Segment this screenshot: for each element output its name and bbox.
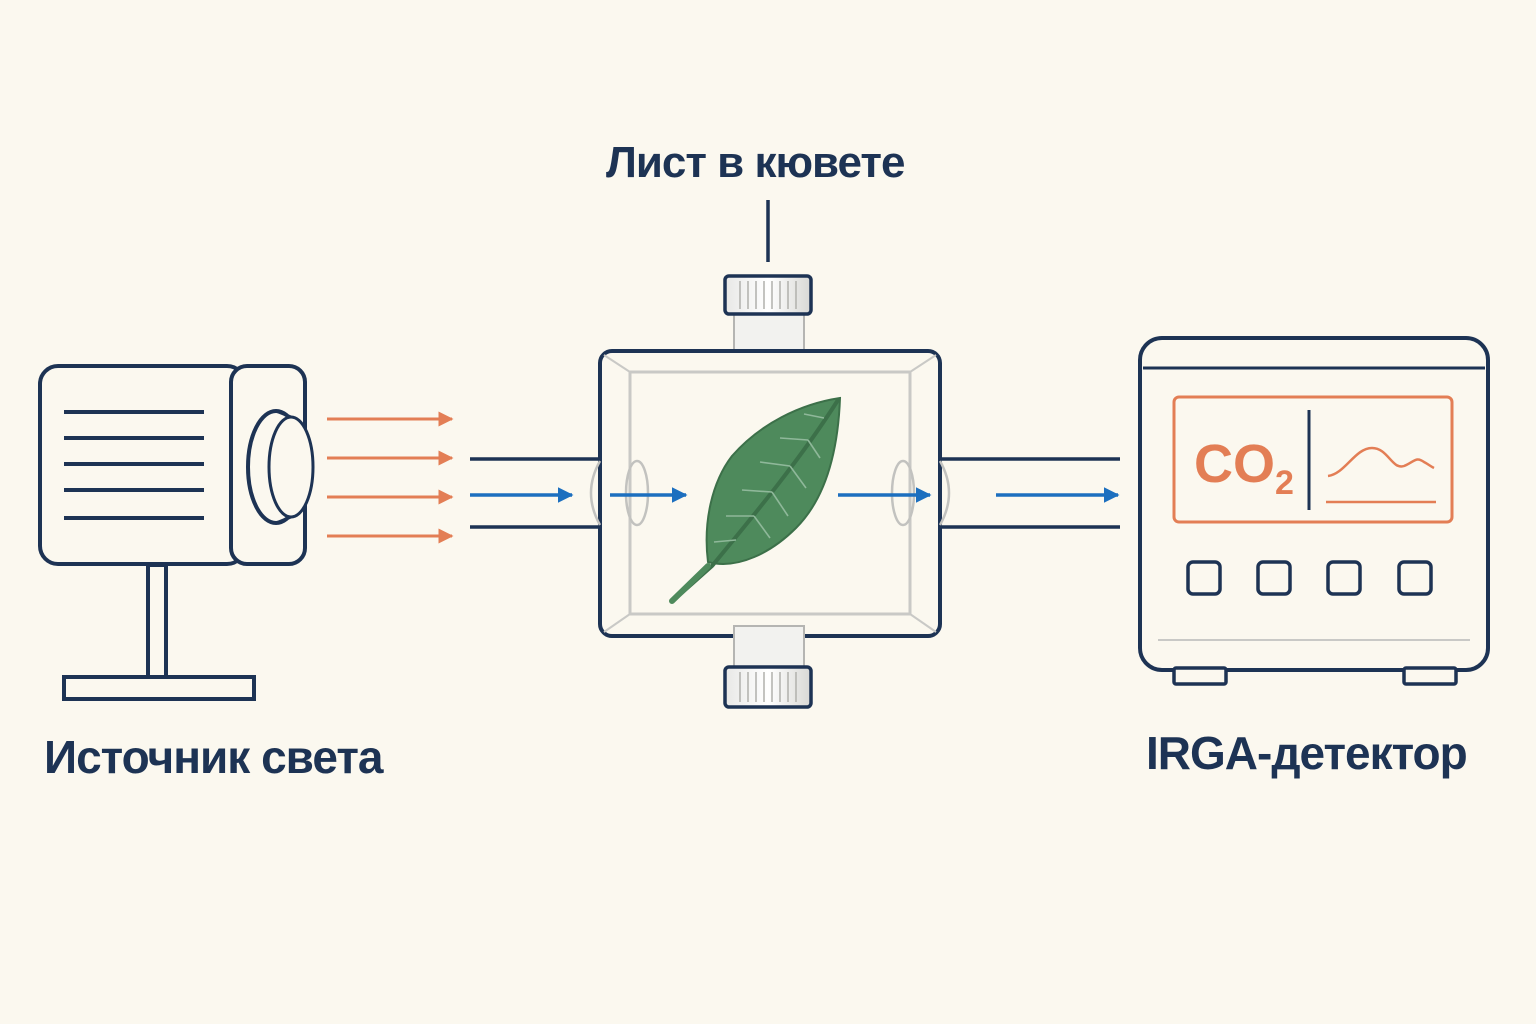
leaf-petiole [669, 563, 711, 604]
chamber-glass-edges [603, 354, 937, 633]
lamp-vent-lines [64, 410, 204, 520]
detector-button-1[interactable] [1186, 560, 1222, 596]
bottom-knurled-cap [723, 665, 813, 709]
inlet-port [624, 459, 650, 527]
outlet-port-rim [938, 460, 951, 526]
gas-tubes [470, 457, 1120, 529]
chamber-ports [589, 459, 951, 527]
detector-foot-left [1172, 666, 1228, 686]
detector-button-3[interactable] [1326, 560, 1362, 596]
lamp-stand-base [62, 675, 256, 701]
top-knurled-cap [723, 274, 813, 316]
detector-button-4[interactable] [1397, 560, 1433, 596]
detector-foot-right [1402, 666, 1458, 686]
detector-display [1172, 395, 1454, 524]
leaf-veins [713, 413, 825, 543]
leaf-cuvette [589, 200, 951, 709]
leaf-midrib [674, 398, 840, 600]
irga-detector: CO2 [1138, 336, 1490, 686]
bottom-cap-knurling [739, 672, 797, 702]
lamp-lens [246, 409, 315, 525]
detector-label: IRGA-детектор [1146, 727, 1468, 779]
light-source [38, 364, 315, 701]
display-signal-curve [1327, 446, 1435, 478]
detector-button-2[interactable] [1256, 560, 1292, 596]
leaf [669, 396, 842, 604]
outlet-port [890, 459, 916, 527]
bottom-connector [733, 625, 805, 673]
top-cap-knurling [739, 281, 797, 309]
gas-formula: CO2 [1194, 434, 1294, 502]
light-rays [327, 411, 454, 544]
lamp-stand-pole [146, 563, 168, 679]
inlet-port-rim [589, 460, 602, 526]
light-source-label: Источник света [44, 731, 383, 783]
cuvette-label: Лист в кювете [606, 138, 905, 187]
chamber-inner-glass [628, 370, 912, 616]
